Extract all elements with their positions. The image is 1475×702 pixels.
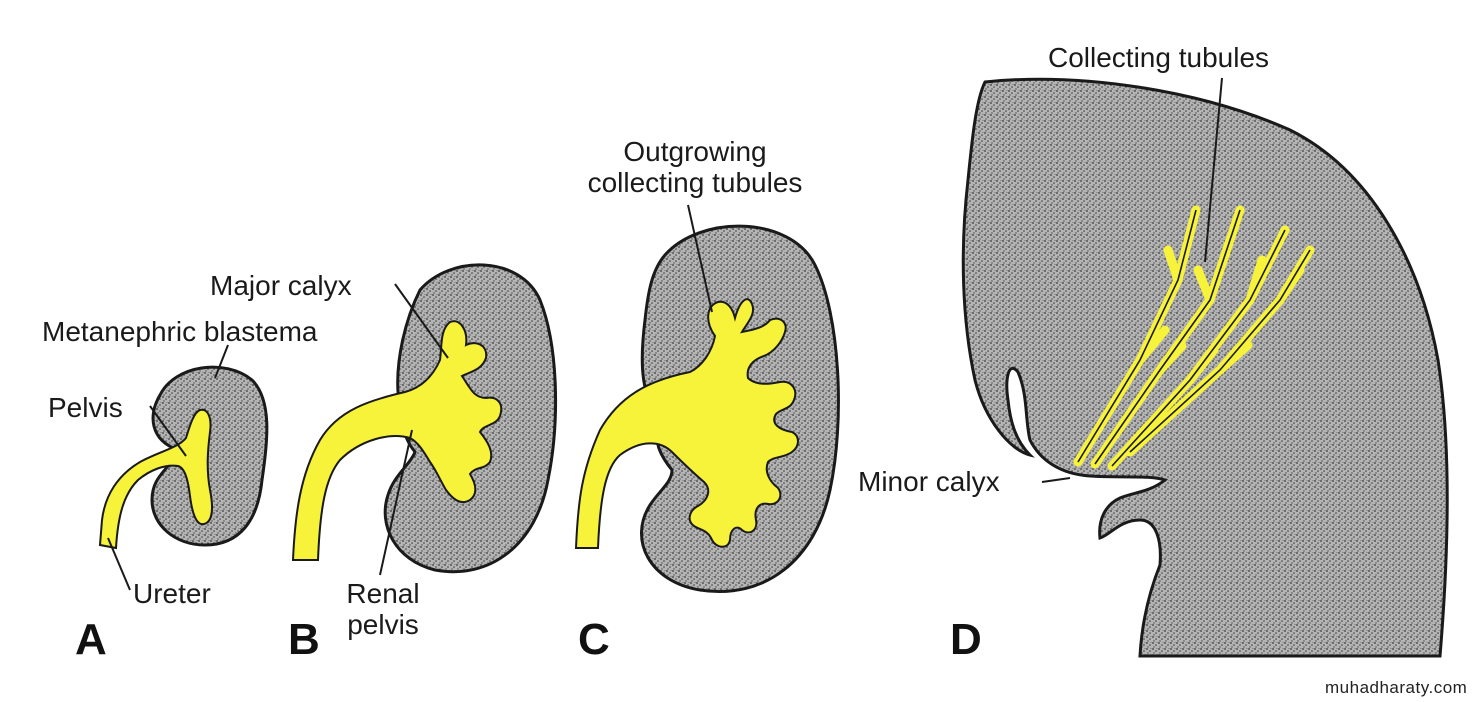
outgrowing-line2: collecting tubules bbox=[587, 167, 803, 198]
collecting-tubules-outline bbox=[1077, 209, 1311, 467]
collecting-tubules-leader bbox=[1204, 77, 1223, 263]
renal-pelvis-leader bbox=[379, 429, 413, 576]
ureter-leader bbox=[107, 537, 131, 591]
renal-pelvis-line2: pelvis bbox=[347, 609, 419, 640]
renal-pelvis-line1: Renal bbox=[346, 578, 420, 609]
panel-letter-b: B bbox=[288, 615, 320, 664]
outgrowing-line1: Outgrowing bbox=[623, 136, 767, 167]
outgrowing-tubules-label: Outgrowing collecting tubules bbox=[545, 136, 845, 198]
panel-a-ureter-duct bbox=[98, 408, 213, 550]
major-calyx-leader bbox=[394, 283, 449, 359]
pelvis-leader bbox=[149, 405, 187, 457]
panel-b-kidney bbox=[291, 263, 558, 576]
blastema-leader bbox=[214, 344, 229, 379]
major-calyx-label: Major calyx bbox=[210, 270, 352, 301]
panel-c-kidney bbox=[574, 204, 840, 593]
panel-d-kidney-section bbox=[961, 77, 1449, 658]
ureter-label: Ureter bbox=[133, 578, 211, 609]
pelvis-label: Pelvis bbox=[48, 392, 123, 423]
panel-b-duct bbox=[291, 320, 503, 561]
renal-pelvis-label: Renal pelvis bbox=[333, 578, 433, 640]
panel-a-kidney bbox=[98, 344, 269, 591]
minor-calyx-leader bbox=[1041, 477, 1071, 483]
panel-letter-c: C bbox=[578, 615, 610, 664]
minor-calyx-label: Minor calyx bbox=[858, 466, 1000, 497]
outgrowing-leader bbox=[687, 204, 713, 313]
collecting-tubules-label: Collecting tubules bbox=[1048, 42, 1270, 73]
panel-c-duct bbox=[574, 298, 799, 549]
metanephric-blastema-label: Metanephric blastema bbox=[42, 316, 318, 347]
watermark: muhadharaty.com bbox=[1325, 678, 1468, 697]
panel-letter-d: D bbox=[950, 615, 982, 664]
panel-letter-a: A bbox=[75, 615, 107, 664]
